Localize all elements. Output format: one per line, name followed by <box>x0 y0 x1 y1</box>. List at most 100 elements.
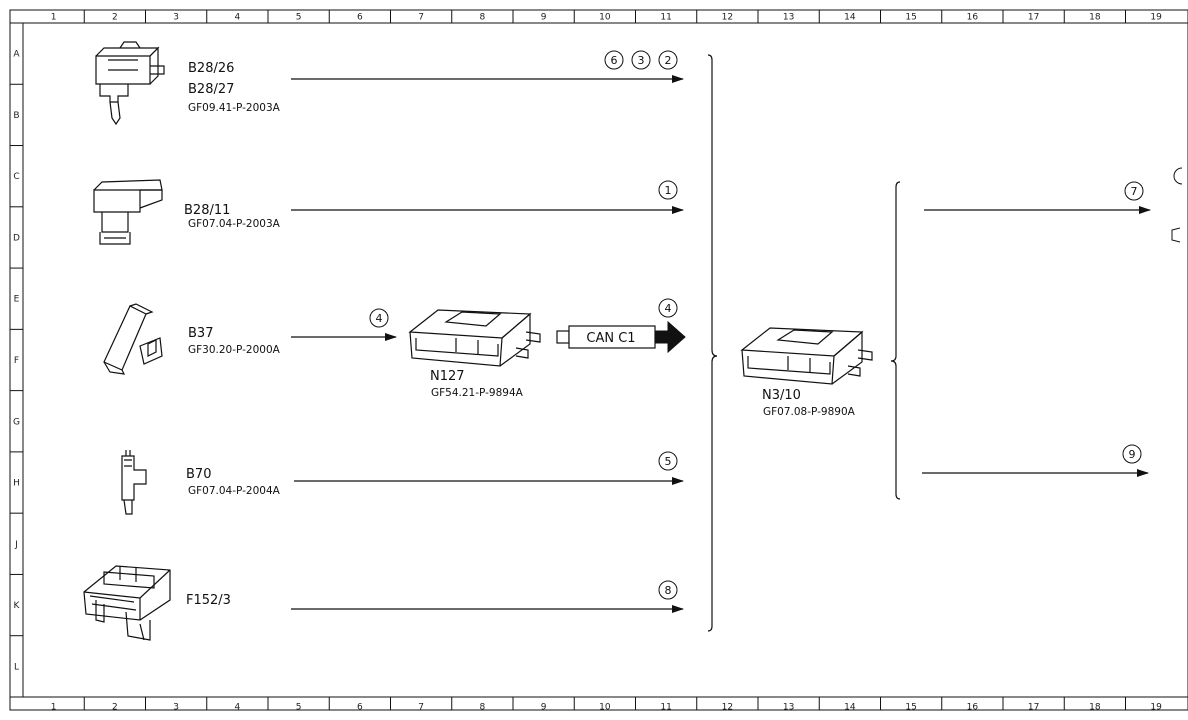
component-b28-26-27: B28/26 B28/27 GF09.41-P-2003A <box>95 41 281 126</box>
signal-marker-label: 8 <box>665 584 672 597</box>
right-output-brace <box>890 181 901 500</box>
column-tick-label: 11 <box>660 703 671 713</box>
column-tick-label: 19 <box>1150 703 1162 713</box>
column-tick-label: 3 <box>173 703 179 713</box>
signal-marker: 5 <box>658 451 678 471</box>
signal-marker-label: 7 <box>1131 185 1138 198</box>
drawing-frame: 1122334455667788991010111112121313141415… <box>9 9 1188 713</box>
column-tick-label: 13 <box>783 13 794 23</box>
column-tick-label: 12 <box>722 13 733 23</box>
column-tick-label: 13 <box>783 703 794 713</box>
pressure-sensor-icon <box>95 41 165 126</box>
module-n3-10: N3/10 GF07.08-P-9890A <box>740 327 873 418</box>
ref-b37: GF30.20-P-2000A <box>188 344 281 356</box>
signal-marker-label: 1 <box>665 184 672 197</box>
column-tick-label: 2 <box>112 703 118 713</box>
column-tick-label: 6 <box>357 13 363 23</box>
column-tick-label: 3 <box>173 13 179 23</box>
crankshaft-sensor-icon <box>121 450 147 515</box>
column-tick-label: 7 <box>418 13 424 23</box>
label-b70: B70 <box>186 467 211 482</box>
module-n127: N127 GF54.21-P-9894A <box>408 309 541 399</box>
column-tick-label: 4 <box>235 13 241 23</box>
column-tick-label: 8 <box>480 703 486 713</box>
column-tick-label: 17 <box>1028 13 1039 23</box>
can-bus-label: CAN C1 <box>586 331 635 346</box>
label-n127: N127 <box>430 369 465 384</box>
signal-marker: 2 <box>658 50 678 70</box>
row-tick-label: H <box>13 479 20 489</box>
column-tick-label: 14 <box>844 13 856 23</box>
label-b28-27: B28/27 <box>188 82 234 97</box>
column-tick-label: 11 <box>660 13 671 23</box>
control-unit-icon <box>408 309 541 367</box>
signal-marker-label: 5 <box>665 455 672 468</box>
can-bus-connector: CAN C1 <box>556 320 686 354</box>
row-tick-label: B <box>13 111 19 121</box>
column-tick-label: 17 <box>1028 703 1039 713</box>
component-b70: B70 GF07.04-P-2004A <box>121 450 281 515</box>
signal-marker-label: 9 <box>1129 448 1136 461</box>
label-f152-3: F152/3 <box>186 593 231 608</box>
clipped-edge-elements <box>1171 167 1183 243</box>
label-b28-26: B28/26 <box>188 61 234 76</box>
fuse-relay-box-icon <box>83 565 171 641</box>
row-tick-label: D <box>13 233 20 243</box>
component-b28-11: B28/11 GF07.04-P-2003A <box>93 179 281 245</box>
signal-marker-label: 4 <box>665 302 672 315</box>
row-tick-label: J <box>14 540 18 550</box>
pressure-sensor-icon <box>93 179 163 245</box>
ref-b28-26-27: GF09.41-P-2003A <box>188 102 281 114</box>
component-f152-3: F152/3 <box>83 565 231 641</box>
ref-n127: GF54.21-P-9894A <box>431 387 524 399</box>
column-tick-label: 1 <box>51 13 57 23</box>
column-tick-label: 16 <box>967 703 979 713</box>
signal-marker-label: 6 <box>611 54 618 67</box>
column-tick-label: 6 <box>357 703 363 713</box>
column-tick-label: 14 <box>844 703 856 713</box>
column-tick-label: 18 <box>1089 13 1101 23</box>
label-b28-11: B28/11 <box>184 203 230 218</box>
column-tick-label: 10 <box>599 703 611 713</box>
signal-arrows-right <box>922 206 1151 477</box>
signal-arrows-left <box>291 75 684 613</box>
signal-marker-label: 3 <box>638 54 645 67</box>
ref-b28-11: GF07.04-P-2003A <box>188 218 281 230</box>
column-tick-label: 7 <box>418 703 424 713</box>
row-tick-label: L <box>14 662 19 672</box>
column-tick-label: 18 <box>1089 703 1101 713</box>
column-tick-label: 2 <box>112 13 118 23</box>
component-b37: B37 GF30.20-P-2000A <box>103 303 281 375</box>
column-tick-label: 9 <box>541 13 547 23</box>
column-tick-label: 12 <box>722 703 733 713</box>
accelerator-pedal-sensor-icon <box>103 303 163 375</box>
column-tick-label: 16 <box>967 13 979 23</box>
column-tick-label: 15 <box>905 703 916 713</box>
column-tick-label: 5 <box>296 13 302 23</box>
row-tick-label: A <box>13 50 20 60</box>
ref-b70: GF07.04-P-2004A <box>188 485 281 497</box>
signal-marker-label: 2 <box>665 54 672 67</box>
column-grid-ticks: 1122334455667788991010111112121313141415… <box>51 10 1162 713</box>
signal-marker: 6 <box>604 50 624 70</box>
row-tick-label: C <box>13 172 19 182</box>
column-tick-label: 1 <box>51 703 57 713</box>
column-tick-label: 10 <box>599 13 611 23</box>
signal-marker: 4 <box>658 298 678 318</box>
left-input-brace <box>707 54 718 632</box>
column-tick-label: 19 <box>1150 13 1162 23</box>
ref-n3-10: GF07.08-P-9890A <box>763 406 856 418</box>
column-tick-label: 4 <box>235 703 241 713</box>
label-b37: B37 <box>188 326 213 341</box>
control-unit-icon <box>740 327 873 385</box>
row-tick-label: E <box>14 295 20 305</box>
column-tick-label: 15 <box>905 13 916 23</box>
column-tick-label: 5 <box>296 703 302 713</box>
signal-marker: 3 <box>631 50 651 70</box>
label-n3-10: N3/10 <box>762 388 801 403</box>
row-tick-label: K <box>14 601 21 611</box>
signal-marker-label: 4 <box>376 312 383 325</box>
column-tick-label: 9 <box>541 703 547 713</box>
